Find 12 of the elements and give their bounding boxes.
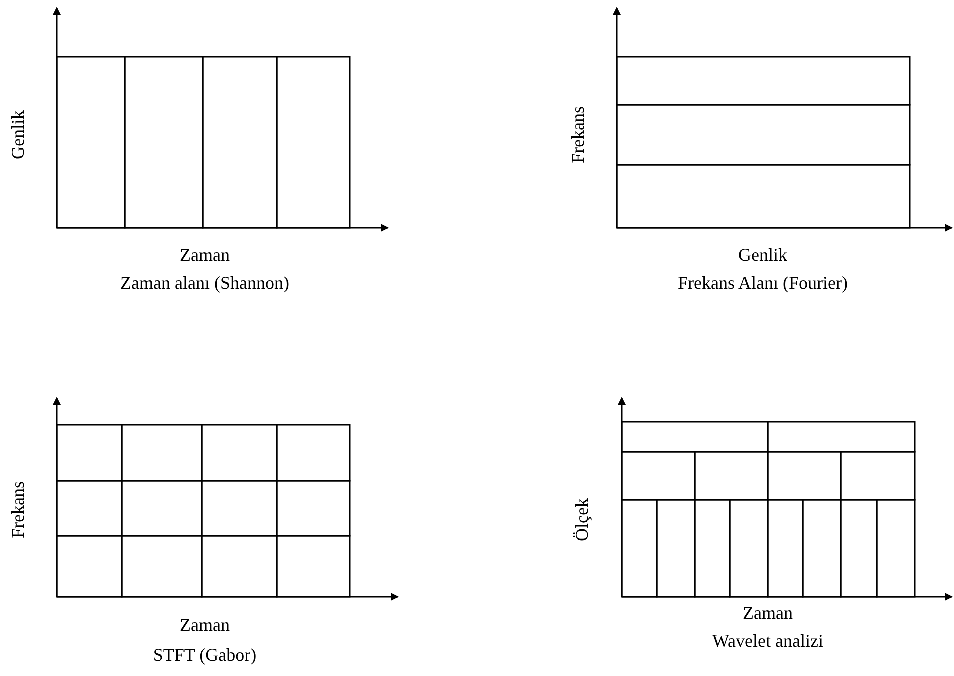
axis-label: Zaman (180, 246, 230, 264)
axis-label: Frekans (569, 106, 587, 164)
caption: STFT (Gabor) (153, 646, 257, 664)
caption: Wavelet analizi (712, 632, 824, 650)
axis-label: Genlik (738, 246, 788, 264)
caption: Zaman alanı (Shannon) (120, 274, 290, 292)
axis-label: Zaman (743, 604, 793, 622)
axis-label: Frekans (9, 482, 27, 538)
axis-label: Zaman (180, 616, 230, 634)
axis-label: Genlik (9, 110, 27, 160)
caption: Frekans Alanı (Fourier) (678, 274, 848, 292)
axis-label: Ölçek (573, 498, 591, 542)
